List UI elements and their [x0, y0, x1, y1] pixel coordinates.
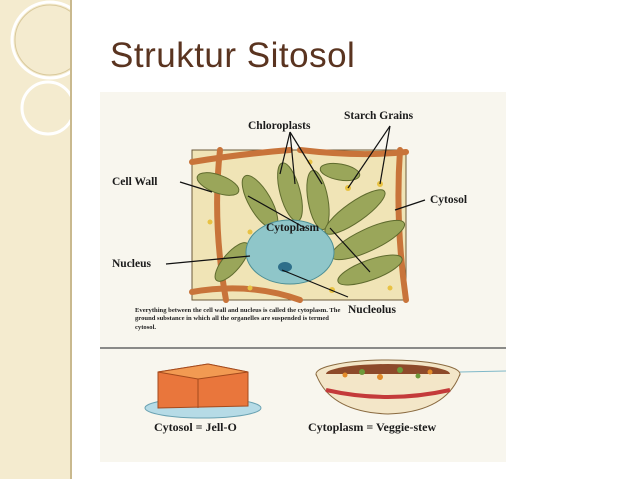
- label-chloroplasts: Chloroplasts: [248, 120, 311, 132]
- decorative-rings: [10, 0, 70, 136]
- label-cytosol-analogy: Cytosol = Jell-O: [154, 420, 237, 434]
- label-nucleus: Nucleus: [112, 258, 151, 270]
- slide-title: Struktur Sitosol: [110, 36, 356, 75]
- label-starch-grains: Starch Grains: [344, 110, 414, 122]
- side-decoration-panel: [0, 0, 70, 479]
- cell-diagram-figure: Chloroplasts Starch Grains Cell Wall Cyt…: [100, 92, 506, 462]
- nucleolus-shape: [278, 262, 292, 272]
- diagram-caption: Everything between the cell wall and nuc…: [135, 307, 341, 331]
- side-divider: [70, 0, 72, 479]
- stew-bowl-illustration: [315, 359, 506, 415]
- label-cell-wall: Cell Wall: [112, 176, 158, 188]
- label-cytoplasm-analogy: Cytoplasm = Veggie-stew: [308, 420, 437, 434]
- cell-illustration: [100, 125, 506, 419]
- label-nucleolus: Nucleolus: [348, 304, 396, 316]
- label-cytoplasm: Cytoplasm: [266, 222, 320, 234]
- jello-illustration: [144, 363, 262, 419]
- label-cytosol: Cytosol: [430, 194, 468, 206]
- cell-wall-lines: [189, 147, 409, 303]
- label-pointer-lines: [165, 125, 426, 298]
